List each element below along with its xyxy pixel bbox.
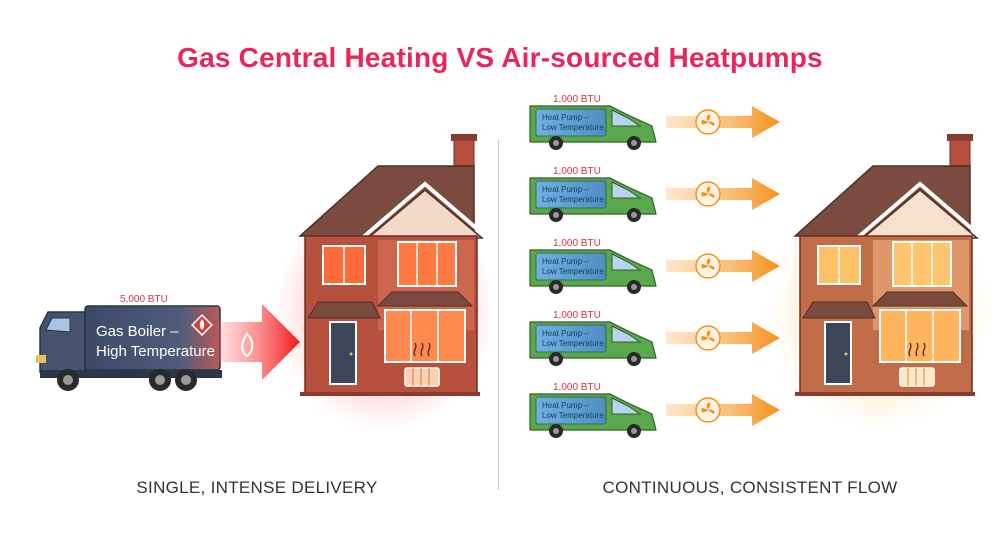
heatpump-arrow: [666, 322, 780, 354]
van-btu-label: 1,000 BTU: [553, 166, 601, 177]
radiator-icon: [899, 367, 935, 387]
heatpump-van: Heat Pump –Low Temperature: [529, 249, 657, 294]
heatpump-arrow: [666, 178, 780, 210]
heatpump-van: Heat Pump –Low Temperature: [529, 105, 657, 150]
van-label-line1: Heat Pump –: [542, 185, 589, 194]
van-btu-label: 1,000 BTU: [553, 310, 601, 321]
van-label-line1: Heat Pump –: [542, 401, 589, 410]
page-title: Gas Central Heating VS Air-sourced Heatp…: [177, 42, 823, 73]
van-btu-label: 1,000 BTU: [553, 94, 601, 105]
van-btu-label: 1,000 BTU: [553, 382, 601, 393]
gas-boiler-truck: 5,000 BTU Gas Boiler – High Temperature: [36, 294, 222, 391]
truck-label-line1: Gas Boiler –: [96, 323, 179, 340]
heatpump-van: Heat Pump –Low Temperature: [529, 321, 657, 366]
van-label-line1: Heat Pump –: [542, 329, 589, 338]
heatpump-arrow: [666, 106, 780, 138]
right-caption: CONTINUOUS, CONSISTENT FLOW: [602, 478, 898, 497]
heat-waves-icon: [908, 342, 926, 357]
heatpump-van: Heat Pump –Low Temperature: [529, 177, 657, 222]
heatpump-van: Heat Pump –Low Temperature: [529, 393, 657, 438]
radiator-icon: [404, 367, 440, 387]
van-label-line2: Low Temperature: [542, 123, 604, 132]
fan-icon: [695, 181, 721, 207]
van-btu-label: 1,000 BTU: [553, 238, 601, 249]
fan-icon: [695, 325, 721, 351]
truck-label-line2: High Temperature: [96, 343, 215, 360]
heat-waves-icon: [413, 342, 431, 357]
hazard-diamond-icon: [191, 314, 213, 336]
fan-icon: [695, 253, 721, 279]
house-heatpump: [770, 134, 990, 430]
van-label-line2: Low Temperature: [542, 195, 604, 204]
heatpump-arrow: [666, 250, 780, 282]
van-label-line1: Heat Pump –: [542, 113, 589, 122]
fan-icon: [695, 397, 721, 423]
flame-icon: [241, 332, 254, 358]
van-label-line2: Low Temperature: [542, 339, 604, 348]
truck-btu-label: 5,000 BTU: [120, 294, 168, 305]
heatpump-arrow: [666, 394, 780, 426]
fan-icon: [695, 109, 721, 135]
van-label-line1: Heat Pump –: [542, 257, 589, 266]
left-caption: SINGLE, INTENSE DELIVERY: [136, 478, 378, 497]
van-label-line2: Low Temperature: [542, 411, 604, 420]
house-gas: [275, 134, 495, 430]
van-label-line2: Low Temperature: [542, 267, 604, 276]
center-divider: [498, 140, 499, 490]
